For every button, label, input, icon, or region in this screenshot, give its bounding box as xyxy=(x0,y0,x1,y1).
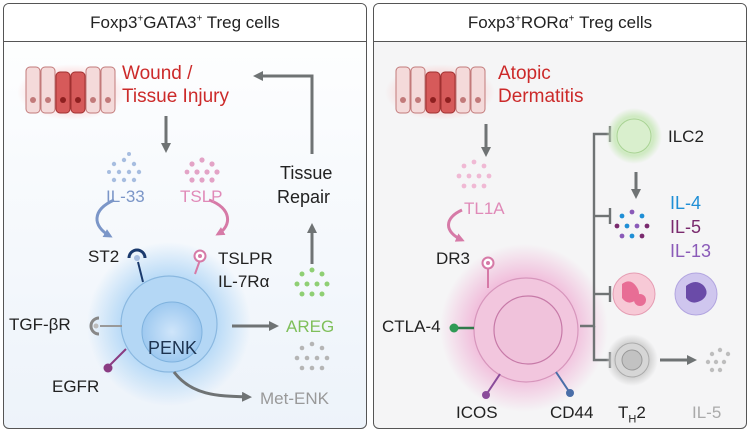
gata3-treg-panel: Foxp3+GATA3+ Treg cells xyxy=(3,3,367,429)
tslp-particles xyxy=(184,157,220,183)
gata3-diagram-graphics xyxy=(17,64,330,406)
st2-receptor-icon xyxy=(127,248,147,283)
atopic-label: Atopic xyxy=(498,63,551,84)
egfr-label: EGFR xyxy=(52,377,100,396)
il33-particles xyxy=(107,152,142,183)
rora-diagram-graphics xyxy=(385,64,731,412)
dr3-label: DR3 xyxy=(436,249,471,268)
metenk-particles xyxy=(294,341,330,371)
inhibition-lines xyxy=(580,126,612,368)
areg-label: AREG xyxy=(286,317,335,336)
basophil-icon xyxy=(674,272,718,316)
icos-label: ICOS xyxy=(456,403,498,422)
treg-to-metenk-arrow xyxy=(172,371,252,402)
atopic-skin-icon xyxy=(385,64,495,120)
rora-treg-panel: Foxp3+RORα+ Treg cells xyxy=(373,3,747,429)
il13-label: IL-13 xyxy=(670,241,712,261)
tl1a-label: TL1A xyxy=(464,199,505,218)
tl1a-binding-arrow xyxy=(447,208,465,242)
cd44-label: CD44 xyxy=(550,403,594,422)
repair-label: Repair xyxy=(277,187,331,207)
il7ra-label: IL-7Rα xyxy=(218,272,270,291)
areg-particles xyxy=(294,267,330,297)
panel-title-rora: Foxp3+RORα+ Treg cells xyxy=(374,4,746,42)
ctla4-receptor-icon xyxy=(449,323,474,333)
th2-label: TH2 xyxy=(618,403,646,426)
il5-label: IL-5 xyxy=(670,217,702,237)
egfr-receptor-icon xyxy=(103,348,127,373)
treg-nucleus xyxy=(141,301,203,363)
tslpr-receptor-icon xyxy=(193,249,207,275)
ilc2-label: ILC2 xyxy=(668,127,704,146)
ctla4-label: CTLA-4 xyxy=(382,317,441,336)
cd44-receptor-icon xyxy=(555,371,574,397)
ilc2-cell-icon xyxy=(616,118,652,154)
panel-title-gata3: Foxp3+GATA3+ Treg cells xyxy=(4,4,366,42)
il5-output-label: IL-5 xyxy=(692,403,722,422)
treg-nucleus-pink xyxy=(493,295,563,365)
eosinophil-icon xyxy=(612,272,656,316)
tslpr-label: TSLPR xyxy=(218,249,273,268)
tissue-label: Tissue xyxy=(280,163,333,183)
st2-label: ST2 xyxy=(88,247,120,266)
type2-cytokine-particles xyxy=(614,209,650,239)
tgfbr-receptor-icon xyxy=(89,316,122,336)
il33-binding-arrow xyxy=(95,198,115,238)
tl1a-particles xyxy=(456,159,492,189)
wounded-epithelium-icon xyxy=(17,64,127,120)
dr3-receptor-icon xyxy=(481,256,495,288)
metenk-label: Met-ENK xyxy=(260,389,329,408)
tgfbr-label: TGF-βR xyxy=(9,315,71,334)
tissue-injury-label: Tissue Injury xyxy=(122,86,229,107)
repair-feedback-arrow xyxy=(253,71,314,154)
il4-label: IL-4 xyxy=(670,193,702,213)
penk-label: PENK xyxy=(148,338,198,358)
tslp-binding-arrow xyxy=(208,198,229,236)
tslp-label: TSLP xyxy=(180,187,223,206)
il5-particles xyxy=(705,347,731,373)
dermatitis-label: Dermatitis xyxy=(498,86,584,107)
wound-label: Wound / xyxy=(122,63,193,84)
il33-label: IL-33 xyxy=(106,187,145,206)
icos-receptor-icon xyxy=(482,373,501,399)
